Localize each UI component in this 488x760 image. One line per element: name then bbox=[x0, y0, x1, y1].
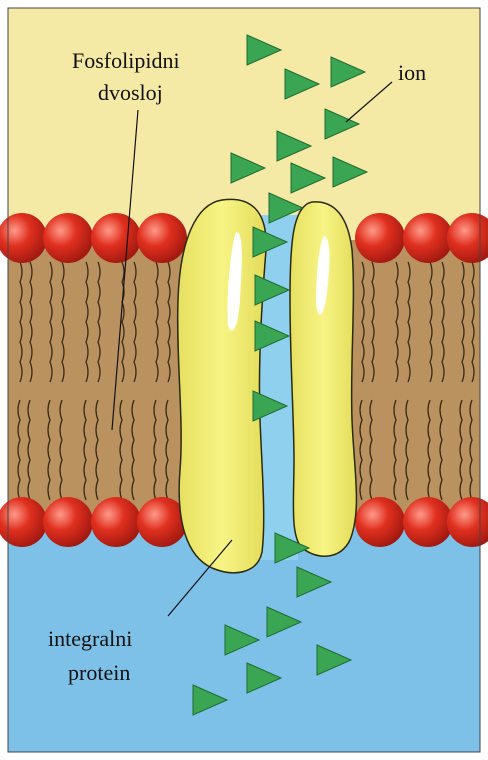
lipid-head-bottom bbox=[403, 497, 453, 547]
lipid-head-top bbox=[403, 213, 453, 263]
label-protein-line1: integralni bbox=[48, 624, 132, 654]
lipid-head-top bbox=[43, 213, 93, 263]
lipid-head-bottom bbox=[91, 497, 141, 547]
lipid-head-top bbox=[91, 213, 141, 263]
label-protein-line2: protein bbox=[68, 658, 130, 688]
lipid-head-top bbox=[355, 213, 405, 263]
label-phospholipid-line1: Fosfolipidni bbox=[72, 46, 180, 76]
lipid-head-bottom bbox=[43, 497, 93, 547]
label-ion: ion bbox=[398, 58, 426, 88]
label-phospholipid-line2: dvosloj bbox=[98, 78, 163, 108]
lipid-head-bottom bbox=[355, 497, 405, 547]
lipid-head-top bbox=[137, 213, 187, 263]
